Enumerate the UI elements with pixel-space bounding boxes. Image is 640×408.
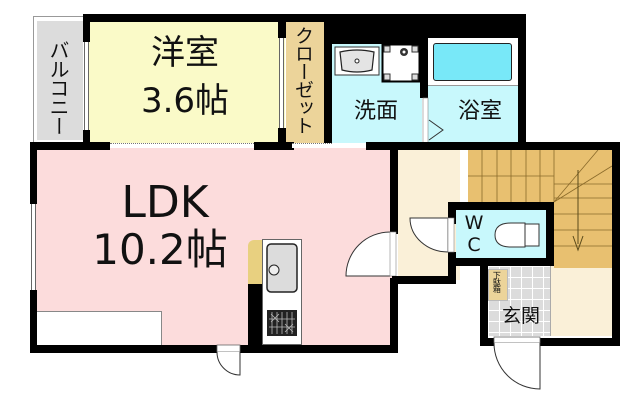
entrance-label: 玄関: [501, 305, 540, 327]
wall: [30, 142, 110, 150]
bathroom-door[interactable]: [422, 97, 445, 145]
stairs-arrow: [572, 170, 584, 252]
closet: [286, 22, 324, 144]
wc-door[interactable]: [409, 216, 456, 254]
shoe-box: [488, 269, 508, 301]
wall: [546, 202, 554, 266]
wall: [30, 142, 37, 204]
wall: [254, 142, 294, 150]
wall: [568, 142, 620, 150]
wall: [248, 284, 262, 348]
wall: [366, 142, 568, 150]
kitchen-counter-end: [248, 240, 262, 284]
wall: [448, 258, 554, 266]
washroom-label: 洗面: [353, 99, 398, 124]
wall: [448, 252, 456, 282]
shoe-box-label: 下駄箱: [492, 271, 502, 292]
wall: [240, 345, 398, 353]
wall: [480, 338, 494, 346]
balcony-label: バルコニー: [46, 40, 70, 135]
stairs: [468, 149, 613, 268]
ldk-sliding-window[interactable]: [110, 143, 258, 148]
wall: [83, 14, 526, 22]
wall: [540, 338, 620, 346]
wc-label-w: W: [464, 212, 484, 234]
wall: [448, 202, 456, 224]
balcony-floor: [37, 21, 83, 140]
western-room-name: 洋室: [151, 33, 219, 73]
entrance-tile-edge: [550, 266, 551, 336]
ldk-name: LDK: [121, 177, 209, 228]
storage-counter: [37, 311, 162, 345]
bathtub-icon: [433, 43, 512, 81]
ldk-size: 10.2帖: [92, 225, 228, 274]
bathroom-label: 浴室: [457, 99, 502, 124]
kitchen-sink-icon: [266, 243, 298, 293]
washing-machine-icon: [381, 43, 421, 83]
stove-icon: [267, 310, 297, 336]
entrance: [488, 266, 550, 336]
closet-label: クローゼット: [291, 26, 314, 134]
western-window[interactable]: [84, 42, 89, 130]
wc-label-c: C: [467, 234, 481, 256]
washroom-door[interactable]: [332, 143, 366, 148]
wall: [278, 128, 286, 146]
ldk-window[interactable]: [31, 204, 36, 292]
toilet-icon: [494, 222, 540, 248]
wall: [420, 22, 428, 98]
western-room: [85, 16, 285, 144]
wall: [390, 278, 398, 353]
wall: [324, 14, 332, 146]
wall: [392, 276, 456, 284]
wall: [30, 345, 218, 353]
closet-sliding-door[interactable]: [292, 143, 332, 148]
wall: [83, 14, 90, 42]
entrance-door[interactable]: [492, 336, 544, 393]
wall: [448, 202, 554, 210]
western-room-size: 3.6帖: [140, 81, 230, 121]
ldk-exterior-door[interactable]: [216, 344, 244, 381]
hall-right: [550, 266, 612, 336]
wall: [278, 14, 286, 38]
ldk-door[interactable]: [344, 231, 400, 282]
wall: [518, 14, 526, 146]
wall: [390, 142, 398, 234]
wall: [83, 130, 90, 146]
wall: [612, 142, 620, 346]
wall: [480, 266, 488, 346]
closet-door[interactable]: [279, 38, 284, 128]
wash-basin-icon: [334, 46, 380, 76]
wall: [30, 290, 37, 352]
